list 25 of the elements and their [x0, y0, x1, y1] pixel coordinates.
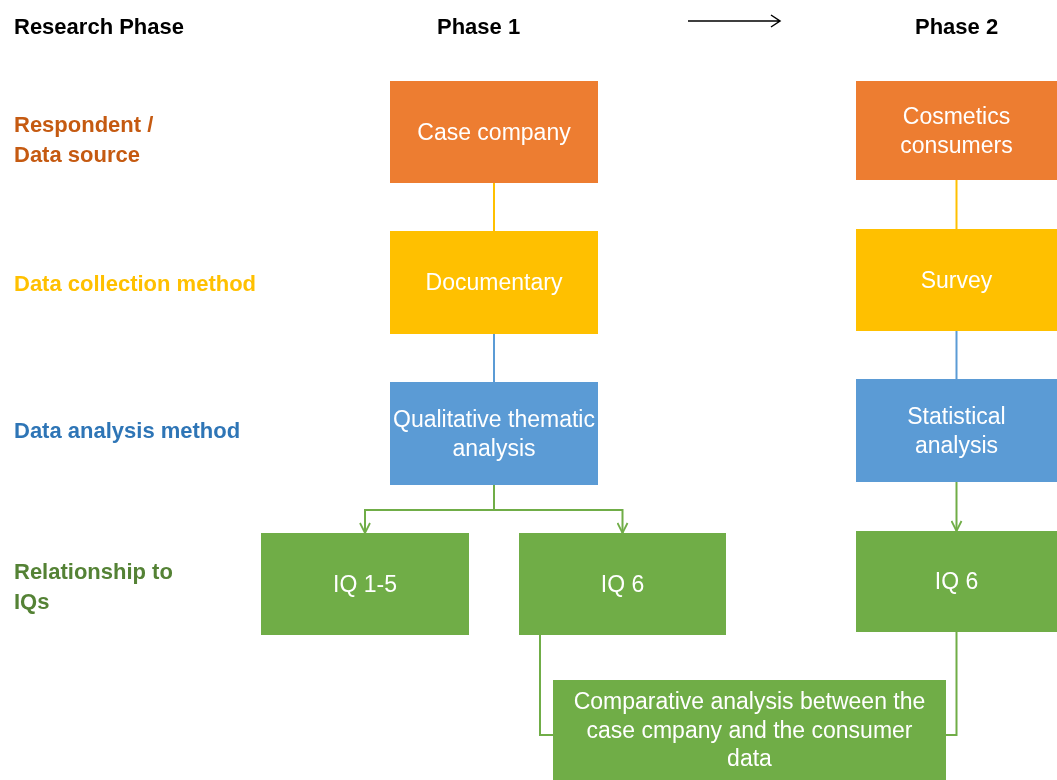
arrow	[950, 481, 963, 532]
header-label: Research Phase	[14, 13, 184, 41]
row-label: Relationship to IQs	[14, 558, 174, 616]
connector-line	[493, 333, 495, 383]
process-box: IQ 6	[519, 533, 726, 635]
connector-line	[493, 182, 495, 232]
row-label: Respondent / Data source	[14, 111, 155, 169]
process-box: IQ 1-5	[261, 533, 469, 635]
process-box: Comparative analysis between the case cmpany and the consumer data	[553, 680, 946, 780]
connector-line	[955, 330, 958, 380]
row-label: Data analysis method	[14, 417, 241, 445]
connector-line	[539, 634, 554, 736]
process-box: Case company	[390, 81, 598, 183]
process-box: Qualitative thematic analysis	[390, 382, 598, 485]
phase-heading: Phase 1	[437, 13, 521, 41]
process-box: Statistical analysis	[856, 379, 1057, 482]
process-box: Survey	[856, 229, 1057, 331]
connector-line	[955, 179, 958, 230]
connector-line	[945, 631, 958, 736]
phase-heading: Phase 2	[915, 13, 999, 41]
process-box: Cosmetics consumers	[856, 81, 1057, 180]
process-box: Documentary	[390, 231, 598, 334]
arrow	[493, 484, 629, 534]
process-box: IQ 6	[856, 531, 1057, 632]
row-label: Data collection method	[14, 270, 257, 298]
